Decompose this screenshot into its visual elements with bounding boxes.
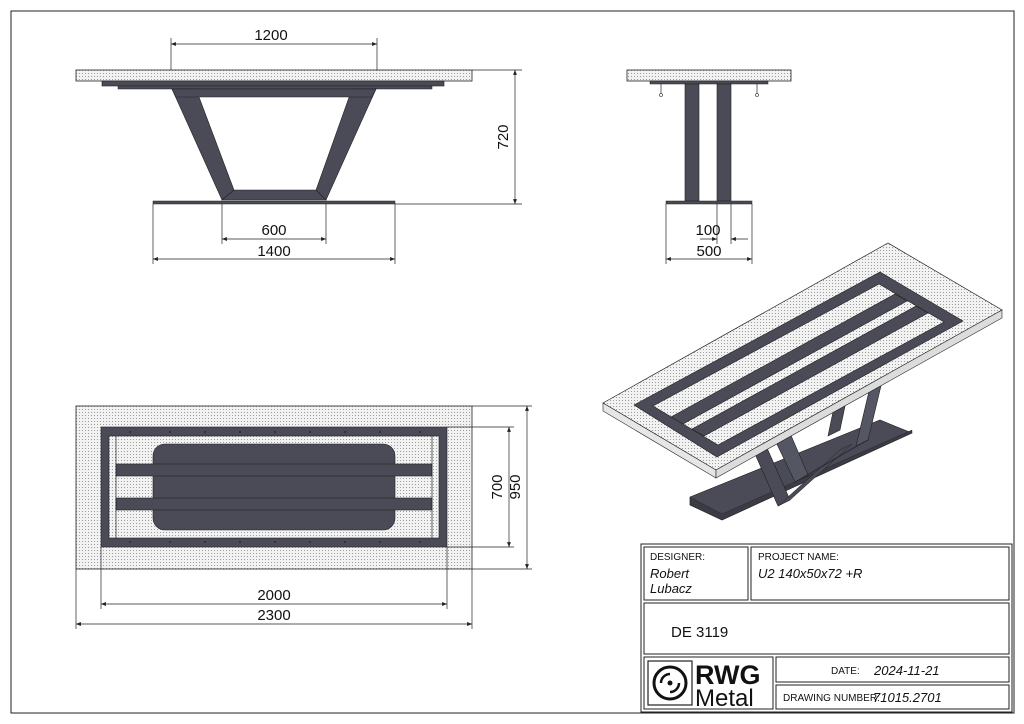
iso-crossbar-1 bbox=[670, 293, 908, 425]
date-label: DATE: bbox=[831, 666, 860, 677]
dim-1200: 1200 bbox=[254, 27, 287, 44]
side-view: 100 500 bbox=[626, 69, 792, 264]
front-leg-left bbox=[171, 88, 235, 201]
plan-screw-holes bbox=[129, 431, 421, 543]
side-tabletop bbox=[626, 69, 792, 82]
designer-label: DESIGNER: bbox=[650, 552, 705, 563]
designer-first-name: Robert bbox=[650, 566, 690, 581]
logo-rwg: RWG bbox=[695, 660, 761, 690]
dim-2300: 2300 bbox=[257, 607, 290, 624]
drawing-code: DE 3119 bbox=[671, 624, 728, 641]
dim-100: 100 bbox=[695, 222, 720, 239]
title-block: DESIGNER: Robert Lubacz PROJECT NAME: U2… bbox=[640, 543, 1013, 713]
plan-base-plate bbox=[152, 443, 396, 531]
logo-metal: Metal bbox=[695, 685, 754, 712]
date-value: 2024-11-21 bbox=[873, 663, 940, 678]
front-leg-top-bar bbox=[171, 88, 377, 98]
sheet-border bbox=[10, 10, 1015, 714]
designer-last-name: Lubacz bbox=[650, 581, 692, 596]
project-label: PROJECT NAME: bbox=[758, 552, 839, 563]
front-frame-rail bbox=[101, 80, 445, 87]
plan-crossbar-1 bbox=[115, 463, 433, 477]
dim-1400: 1400 bbox=[257, 243, 290, 260]
dim-950: 950 bbox=[507, 474, 524, 499]
plan-crossbar-2 bbox=[115, 497, 433, 511]
side-leg-left bbox=[684, 83, 700, 202]
dim-500: 500 bbox=[696, 243, 721, 260]
drawing-number-value: 71015.2701 bbox=[873, 690, 942, 705]
front-base-plate bbox=[152, 200, 396, 205]
project-name: U2 140x50x72 +R bbox=[758, 566, 862, 581]
front-tabletop bbox=[75, 69, 473, 82]
front-leg-bottom bbox=[221, 189, 327, 201]
side-leg-right bbox=[716, 83, 732, 202]
front-view: 1200 720 600 1400 bbox=[75, 27, 522, 264]
side-base-plate bbox=[665, 200, 753, 205]
dim-600: 600 bbox=[261, 222, 286, 239]
side-frame-rail bbox=[649, 80, 769, 85]
plan-view: 700 950 2000 2300 bbox=[75, 405, 532, 629]
rwg-logo-icon bbox=[647, 660, 693, 706]
dim-700: 700 bbox=[489, 474, 506, 499]
drawing-number-label: DRAWING NUMBER: bbox=[783, 693, 880, 704]
isometric-view bbox=[602, 242, 1003, 521]
iso-crossbar-2 bbox=[691, 305, 929, 437]
front-leg-right bbox=[315, 88, 377, 201]
front-frame-rail-lower bbox=[117, 85, 433, 90]
dim-720: 720 bbox=[495, 124, 512, 149]
dim-2000: 2000 bbox=[257, 587, 290, 604]
